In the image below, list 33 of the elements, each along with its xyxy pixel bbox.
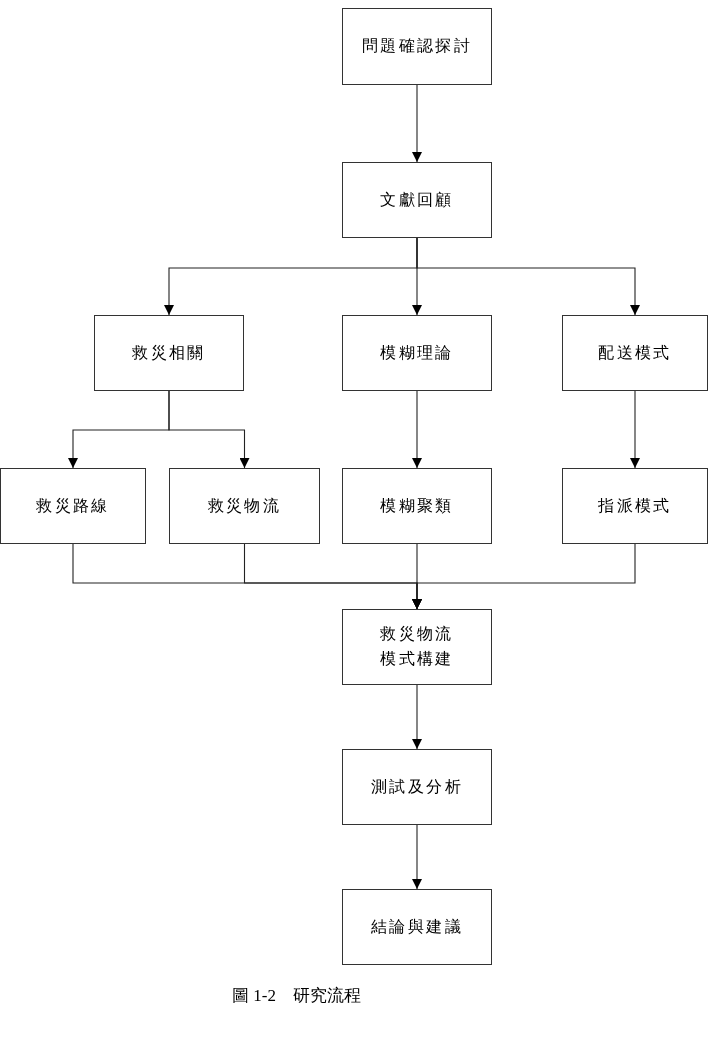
process-box (562, 315, 708, 391)
step-label: 結論與建議 (371, 916, 463, 937)
step-label: 模糊理論 (380, 342, 454, 363)
process-box (562, 468, 708, 544)
step-label: 指派模式 (598, 495, 672, 516)
step-label: 救災路線 (36, 495, 110, 516)
process-box (342, 315, 492, 391)
arrow (416, 237, 640, 316)
step-label: 文獻回顧 (380, 189, 454, 210)
figure-caption: 圖 1-2 研究流程 (232, 985, 361, 1007)
arrow (412, 684, 422, 750)
process-box (169, 468, 320, 544)
arrow (412, 390, 422, 469)
step-label: 模糊聚類 (380, 495, 454, 516)
step-label: 配送模式 (598, 342, 672, 363)
arrow (168, 390, 250, 469)
arrow (630, 390, 640, 469)
arrow (412, 84, 422, 163)
step-label: 救災物流模式構建 (379, 624, 455, 669)
process-box (342, 889, 492, 965)
process-box (342, 8, 492, 85)
arrow (412, 824, 422, 890)
process-box (342, 162, 492, 238)
arrow (412, 543, 636, 610)
step-label: 救災相關 (132, 342, 206, 363)
process-box (342, 749, 492, 825)
process-box (0, 468, 146, 544)
process-box (342, 609, 492, 685)
step-label: 測試及分析 (371, 776, 463, 797)
step-label: 救災物流 (207, 495, 282, 516)
process-box (342, 468, 492, 544)
process-box (94, 315, 244, 391)
step-label: 問題確認探討 (361, 36, 473, 57)
